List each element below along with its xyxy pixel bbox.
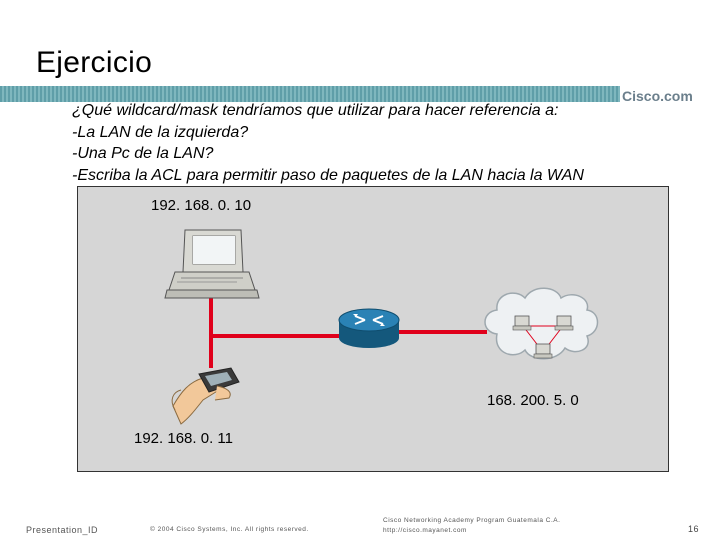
cisco-logo: Cisco.com [622, 88, 693, 104]
question-line: ¿Qué wildcard/mask tendríamos que utiliz… [72, 102, 559, 119]
brand-area [620, 86, 720, 102]
handheld-device-icon [171, 367, 240, 425]
network-links [209, 286, 487, 368]
question-line: -Escriba la ACL para permitir paso de pa… [72, 166, 584, 184]
wan-cloud-icon [484, 287, 599, 360]
academy-url: http://cisco.mayanet.com [383, 527, 467, 534]
academy-credit: Cisco Networking Academy Program Guatema… [383, 516, 560, 536]
presentation-id: Presentation_ID [26, 525, 99, 535]
network-diagram [164, 229, 599, 425]
academy-credit-line: Cisco Networking Academy Program Guatema… [383, 517, 561, 524]
page-number: 16 [688, 524, 700, 534]
question-text: ¿Qué wildcard/mask tendríamos que utiliz… [72, 100, 712, 186]
pc-ip-label: 192. 168. 0. 10 [151, 197, 252, 214]
slide-title: Ejercicio [36, 46, 153, 79]
copyright-notice: © 2004 Cisco Systems, Inc. All rights re… [150, 526, 309, 533]
desktop-pc-icon [164, 229, 260, 299]
question-line: -Una Pc de la LAN? [72, 145, 214, 162]
router-icon [338, 308, 400, 348]
handheld-ip-label: 192. 168. 0. 11 [134, 430, 233, 447]
wan-network-label: 168. 200. 5. 0 [487, 392, 579, 409]
question-line: -La LAN de la izquierda? [72, 123, 249, 141]
title-underline-bar [0, 86, 720, 102]
